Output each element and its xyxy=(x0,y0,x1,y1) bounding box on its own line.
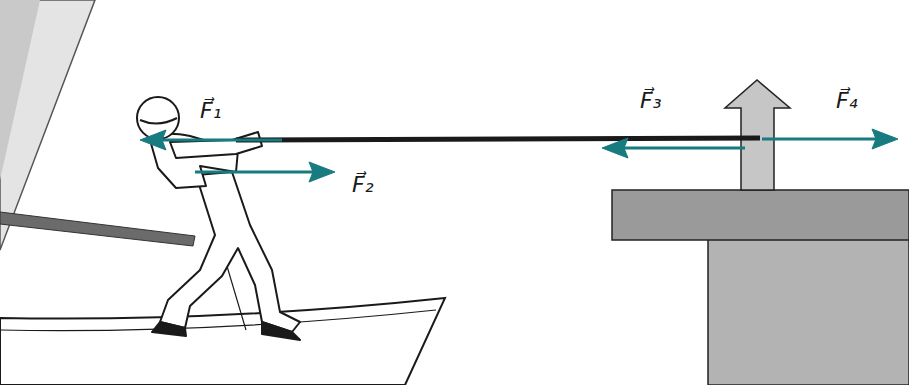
hull-line xyxy=(0,310,436,331)
sailor xyxy=(137,97,300,340)
boom xyxy=(0,212,195,246)
force-label: F⃗₃ xyxy=(640,88,661,114)
sail xyxy=(0,0,95,250)
force-label: F⃗₂ xyxy=(352,172,373,198)
helmet-visor xyxy=(140,118,177,124)
sailor-legs xyxy=(160,172,300,332)
arrowhead xyxy=(140,130,166,150)
sailor-arms xyxy=(170,132,262,158)
arrowhead xyxy=(872,129,898,149)
force-arrow xyxy=(160,139,282,142)
arrowhead xyxy=(309,162,335,182)
arrowhead xyxy=(602,138,628,158)
dock-slab xyxy=(612,190,909,240)
dock-pier xyxy=(708,238,909,385)
rope xyxy=(236,138,760,140)
boat-hull xyxy=(0,298,445,385)
force-arrow xyxy=(622,147,745,150)
force-label: F⃗₄ xyxy=(836,88,857,114)
sailor-shoes xyxy=(152,322,300,340)
sail-shade xyxy=(0,0,40,180)
force-arrow xyxy=(762,138,878,141)
force-label: F⃗₁ xyxy=(200,98,221,124)
force-arrow xyxy=(195,171,315,174)
force-arrows xyxy=(140,129,898,182)
bollard xyxy=(725,80,790,190)
